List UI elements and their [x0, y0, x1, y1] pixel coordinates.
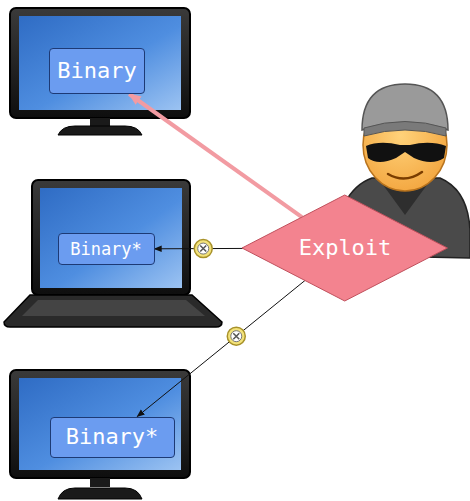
- node-label: Binary*: [70, 240, 142, 259]
- exploit-arrow: [137, 280, 305, 416]
- binary-label: Binary*: [50, 417, 175, 458]
- node-label: Binary*: [66, 425, 159, 449]
- binary-label: Binary: [49, 48, 144, 94]
- blocked-symbol: [194, 240, 212, 258]
- laptop: [4, 180, 222, 327]
- binary-label: Binary*: [58, 233, 155, 265]
- node-label: Exploit: [299, 236, 392, 260]
- exploit-diamond: Exploit: [242, 195, 447, 301]
- exploit-arrow: [129, 94, 302, 217]
- node-label: Binary: [57, 59, 136, 83]
- blocked-symbol: [227, 327, 245, 345]
- desktop-monitor: [10, 370, 190, 499]
